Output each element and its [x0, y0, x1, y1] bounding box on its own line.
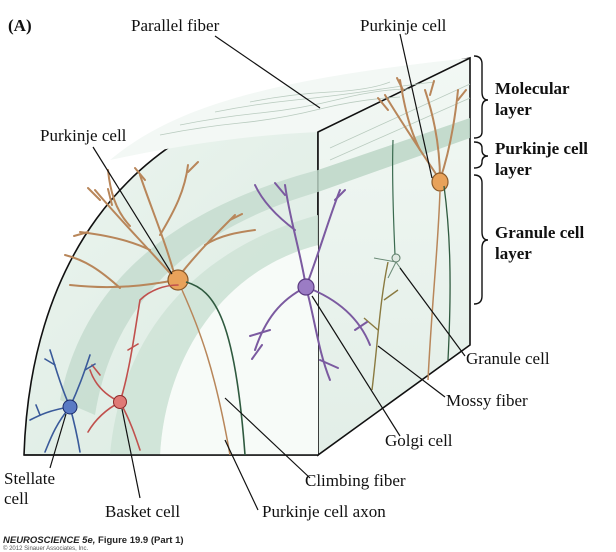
label-basket-cell: Basket cell	[105, 502, 180, 521]
label-stellate-l2: cell	[4, 489, 29, 508]
golgi-soma	[298, 279, 314, 295]
layer-molecular-l2: layer	[495, 100, 532, 119]
label-granule-cell: Granule cell	[466, 349, 550, 368]
label-stellate-l1: Stellate	[4, 469, 55, 488]
layer-purkinje-l2: layer	[495, 160, 532, 179]
copyright-notice: © 2012 Sinauer Associates, Inc.	[3, 546, 88, 552]
label-purkinje-cell-top: Purkinje cell	[360, 16, 447, 35]
layer-molecular-l1: Molecular	[495, 79, 570, 98]
label-parallel-fiber: Parallel fiber	[131, 16, 220, 35]
label-climbing-fiber: Climbing fiber	[305, 471, 406, 490]
purkinje-soma-right	[432, 173, 448, 191]
basket-soma	[114, 396, 127, 409]
figure-caption: NEUROSCIENCE 5e, Figure 19.9 (Part 1)	[3, 535, 184, 546]
layer-brackets	[474, 56, 488, 304]
label-mossy-fiber: Mossy fiber	[446, 391, 528, 410]
layer-granule-l2: layer	[495, 244, 532, 263]
tissue-block	[24, 58, 470, 455]
caption-book: NEUROSCIENCE 5e,	[3, 535, 95, 546]
granule-soma	[392, 254, 400, 262]
label-golgi-cell: Golgi cell	[385, 431, 453, 450]
label-purkinje-cell-axon: Purkinje cell axon	[262, 502, 386, 521]
caption-figure: Figure 19.9 (Part 1)	[98, 535, 184, 546]
stellate-soma	[63, 400, 77, 414]
panel-letter: (A)	[8, 16, 32, 35]
layer-granule-l1: Granule cell	[495, 223, 585, 242]
layer-purkinje-l1: Purkinje cell	[495, 139, 588, 158]
label-purkinje-cell-left: Purkinje cell	[40, 126, 127, 145]
